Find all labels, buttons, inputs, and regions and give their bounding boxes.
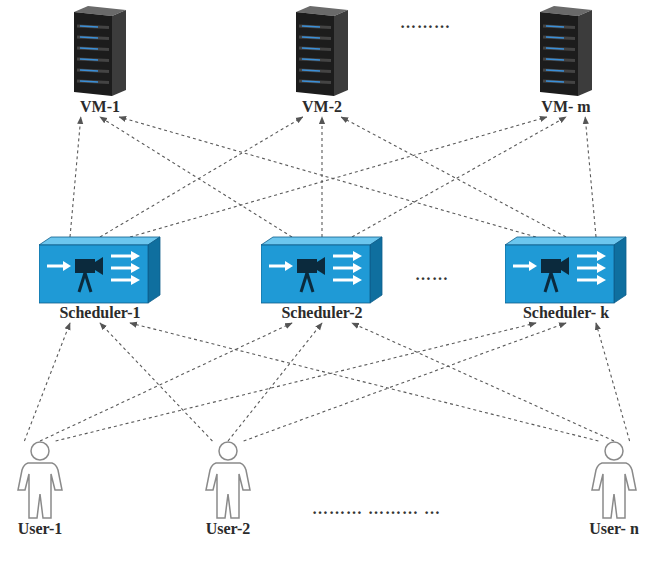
dashed-connector xyxy=(244,323,566,441)
dashed-connector xyxy=(24,323,70,441)
dashed-connector xyxy=(119,117,536,237)
dashed-connector xyxy=(70,117,81,237)
scheduler-icon xyxy=(261,236,383,304)
node-label: User-2 xyxy=(206,520,251,538)
dashed-connector xyxy=(130,323,598,441)
dashed-connector xyxy=(321,117,322,237)
server-icon xyxy=(534,4,598,98)
ellipsis-label: ……… ……… … xyxy=(312,500,441,518)
dashed-connector xyxy=(341,117,566,237)
scheduler-node: Scheduler-2 xyxy=(261,236,383,322)
node-label: VM-2 xyxy=(302,98,342,116)
vm-node: VM-1 xyxy=(68,4,132,116)
dashed-connector xyxy=(352,117,566,237)
user-node: User-2 xyxy=(202,440,254,538)
vm-node: VM- m xyxy=(534,4,598,116)
node-label: Scheduler-2 xyxy=(281,304,362,322)
dashed-connector xyxy=(228,323,322,441)
dashed-connector xyxy=(352,323,614,441)
server-icon xyxy=(68,4,132,98)
node-label: User-1 xyxy=(18,520,63,538)
scheduler-node: Scheduler-1 xyxy=(39,236,161,322)
scheduler-node: Scheduler- k xyxy=(505,236,627,322)
vm-node: VM-2 xyxy=(290,4,354,116)
ellipsis-label: ……… xyxy=(400,14,451,32)
dashed-connector xyxy=(40,323,292,441)
dashed-connector xyxy=(596,323,630,441)
user-node: User-1 xyxy=(14,440,66,538)
user-icon xyxy=(202,440,254,520)
node-label: VM- m xyxy=(541,98,590,116)
dashed-connector xyxy=(100,117,292,237)
dashed-connector xyxy=(100,323,212,441)
dashed-connector xyxy=(56,323,536,441)
dashed-connector xyxy=(585,117,596,237)
dashed-connector xyxy=(100,117,303,237)
scheduler-icon xyxy=(39,236,161,304)
user-node: User- n xyxy=(588,440,640,538)
ellipsis-label: …… xyxy=(415,266,449,284)
node-label: VM-1 xyxy=(80,98,120,116)
node-label: User- n xyxy=(589,520,639,538)
user-icon xyxy=(588,440,640,520)
node-label: Scheduler-1 xyxy=(59,304,140,322)
node-label: Scheduler- k xyxy=(523,304,609,322)
user-icon xyxy=(14,440,66,520)
dashed-connector xyxy=(130,117,547,237)
server-icon xyxy=(290,4,354,98)
scheduler-icon xyxy=(505,236,627,304)
